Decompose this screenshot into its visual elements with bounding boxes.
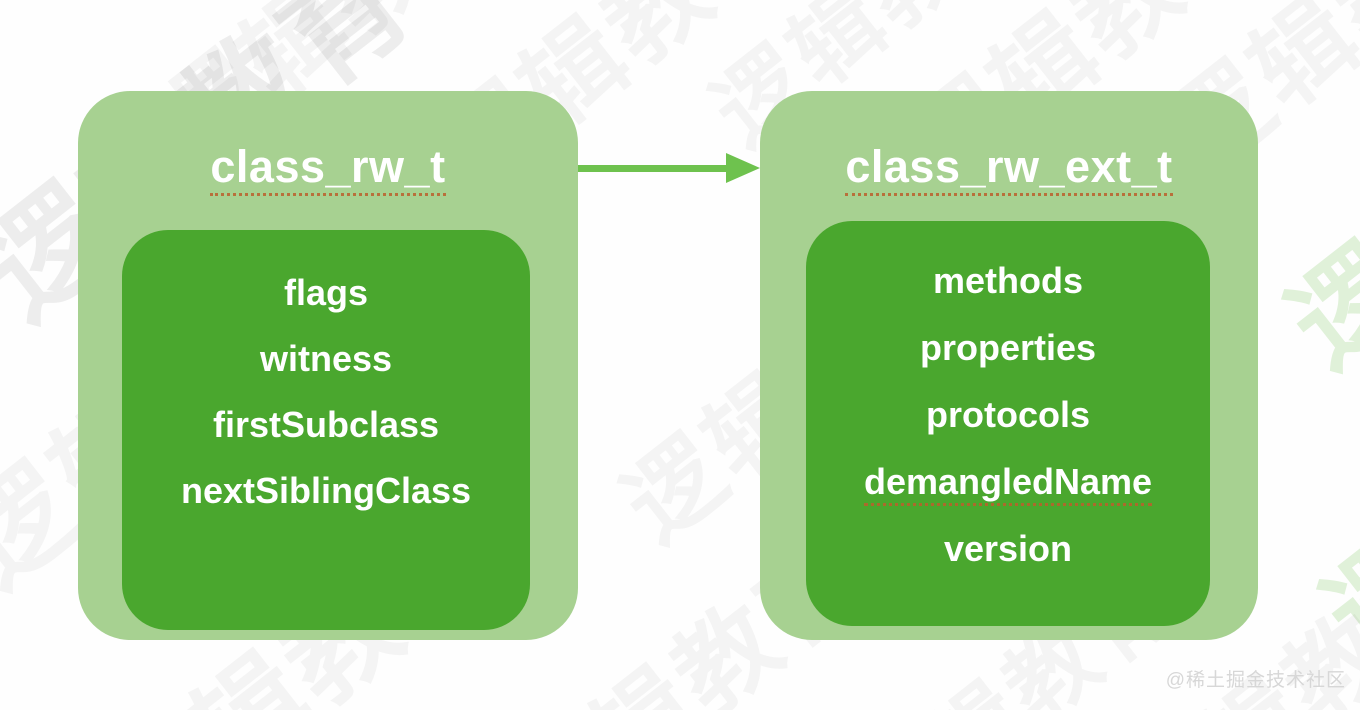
class-rw-ext-t-title-text: class_rw_ext_t — [845, 141, 1173, 196]
field-version: version — [943, 528, 1073, 569]
field-nextsiblingclass: nextSiblingClass — [180, 470, 472, 511]
class-rw-t-fields-box: flags witness firstSubclass nextSiblingC… — [122, 230, 530, 630]
background-watermark-text: 逻辑教育 — [1302, 296, 1360, 680]
class-rw-t-title-text: class_rw_t — [210, 141, 446, 196]
class-rw-t-title: class_rw_t — [78, 141, 578, 196]
field-witness: witness — [259, 338, 393, 379]
class-rw-ext-t-box: class_rw_ext_t methods properties protoc… — [760, 91, 1258, 640]
class-rw-t-box: class_rw_t flags witness firstSubclass n… — [78, 91, 578, 640]
field-demangledname-text: demangledName — [863, 461, 1153, 506]
class-rw-ext-t-title: class_rw_ext_t — [760, 141, 1258, 196]
field-flags: flags — [283, 272, 369, 313]
field-firstsubclass: firstSubclass — [212, 404, 440, 445]
field-properties: properties — [919, 327, 1097, 368]
background-watermark-text: 逻辑教育 — [1267, 6, 1360, 390]
arrow-head-icon — [726, 153, 760, 183]
field-demangledname: demangledName — [806, 448, 1210, 515]
field-protocols: protocols — [925, 394, 1090, 435]
field-methods: methods — [932, 260, 1083, 301]
class-rw-ext-t-fields-box: methods properties protocols demangledNa… — [806, 221, 1210, 626]
juejin-community-watermark: @稀土掘金技术社区 — [1165, 670, 1346, 691]
arrow-line — [578, 165, 728, 172]
